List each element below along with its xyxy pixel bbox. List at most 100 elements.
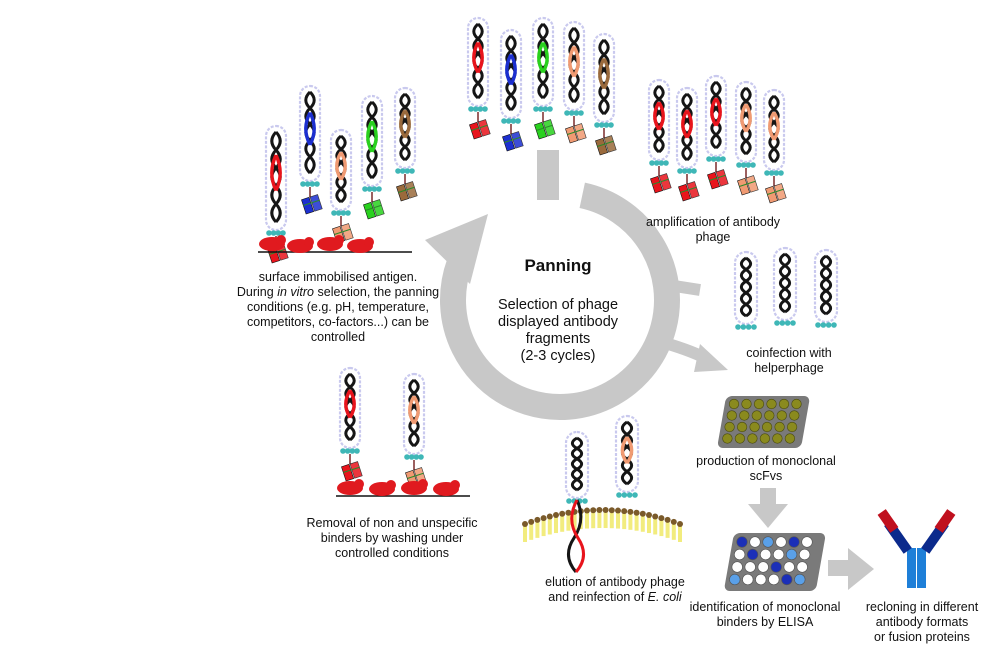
coinfection-label: coinfection with helperphage (728, 346, 850, 376)
arrow-right-shaft (828, 560, 850, 576)
scfv-domain (686, 181, 700, 199)
coat-protein (663, 160, 669, 166)
arrow-right-head (848, 548, 874, 590)
scfv-detail (536, 124, 553, 131)
elisa-well (759, 548, 772, 561)
phage (564, 430, 590, 504)
elisa-well (796, 561, 808, 573)
lipid-head (664, 516, 671, 523)
arrowhead-coinfection (694, 344, 728, 372)
scfv-domain (502, 133, 516, 152)
scfv-detail (567, 128, 584, 135)
lipid-head (534, 516, 541, 523)
plate-well (734, 433, 746, 444)
phage (338, 366, 363, 482)
center-subtitle-line: fragments (525, 331, 591, 347)
phage-insert-gene (339, 151, 347, 181)
scfv-domain (707, 171, 721, 190)
center-subtitle-line: Selection of phage (497, 297, 619, 313)
scfv-domain (737, 177, 751, 196)
scfv-detail (504, 136, 521, 143)
coat-protein (616, 492, 622, 498)
plate-well (749, 421, 760, 433)
amplification-label-line: phage (695, 230, 731, 244)
phage-capsid (329, 128, 353, 212)
coat-protein (515, 118, 521, 124)
scfv-domain (469, 121, 483, 140)
phage-capsid (466, 16, 490, 108)
elisa-well (788, 536, 800, 548)
phage (647, 78, 672, 194)
scfv-domain (309, 194, 323, 212)
phage-insert-gene (274, 154, 282, 192)
identification-label-line: binders by ELISA (716, 615, 814, 629)
coat-protein (371, 186, 378, 192)
phage-insert-gene (408, 395, 416, 425)
amplification-label: amplification of antibody phage (640, 215, 786, 245)
lipid-head (627, 508, 634, 515)
production-label: production of monoclonal scFvs (686, 454, 846, 484)
coat-protein (340, 210, 347, 216)
coat-protein (820, 322, 827, 328)
phage-insert-gene (348, 389, 356, 419)
phage-insert-gene (403, 109, 411, 139)
plate-well (736, 421, 748, 433)
scfv-domain (371, 199, 385, 217)
injected-dna (567, 499, 583, 573)
coat-protein (750, 162, 756, 168)
scfv-domain (396, 183, 410, 202)
lipid-head (670, 518, 677, 525)
coat-protein (573, 110, 580, 116)
scfv-domain (765, 185, 779, 204)
elisa-well (781, 573, 793, 586)
scfv-detail (739, 180, 756, 187)
scfv-fragment (396, 181, 418, 202)
scfv-detail (709, 174, 726, 181)
scfv-domain (603, 135, 617, 153)
coat-protein (266, 230, 272, 236)
coat-protein (740, 324, 747, 330)
scfv-domain (773, 183, 787, 201)
coat-protein (477, 106, 484, 112)
lipid-head (522, 521, 528, 527)
cycle-arc (440, 182, 680, 420)
phage-insert-gene (472, 41, 480, 74)
phage (329, 128, 354, 244)
phage (614, 414, 640, 498)
coat-protein (376, 186, 382, 192)
plate-well (761, 421, 773, 433)
lipid-head (658, 515, 665, 522)
plate-well (747, 433, 758, 444)
phage-insert-gene (602, 57, 610, 90)
phage (466, 16, 491, 140)
coat-protein (594, 122, 600, 128)
text-run: selection, the panning (314, 285, 440, 299)
coat-protein (354, 448, 360, 454)
phage (402, 372, 427, 488)
scfv-detail (365, 204, 382, 211)
recloning-label-line: recloning in different (865, 600, 979, 614)
phage-capsid (338, 366, 362, 450)
elisa-well (762, 536, 774, 548)
cycle-arrowhead (425, 214, 488, 284)
phage-capsid (564, 430, 590, 500)
antigen-blob (276, 235, 286, 245)
coat-protein (331, 210, 337, 216)
coat-protein (568, 110, 575, 116)
center-subtitle: Selection of phage displayed antibody fr… (470, 297, 646, 365)
phage (592, 32, 617, 156)
phage-insert-gene (412, 395, 420, 425)
lipid-head (528, 518, 535, 525)
coat-protein (404, 454, 410, 460)
coat-protein (335, 210, 342, 216)
antigen-label-line: competitors, co-factors...) can be (246, 315, 429, 329)
coat-protein (649, 160, 655, 166)
scfv-detail (597, 140, 614, 147)
coat-protein (418, 454, 424, 460)
phage-capsid (704, 74, 728, 158)
arrow-down-shaft (760, 488, 776, 506)
lipid-head (553, 512, 559, 519)
coat-protein (735, 324, 741, 330)
phage-insert-gene (505, 53, 513, 86)
